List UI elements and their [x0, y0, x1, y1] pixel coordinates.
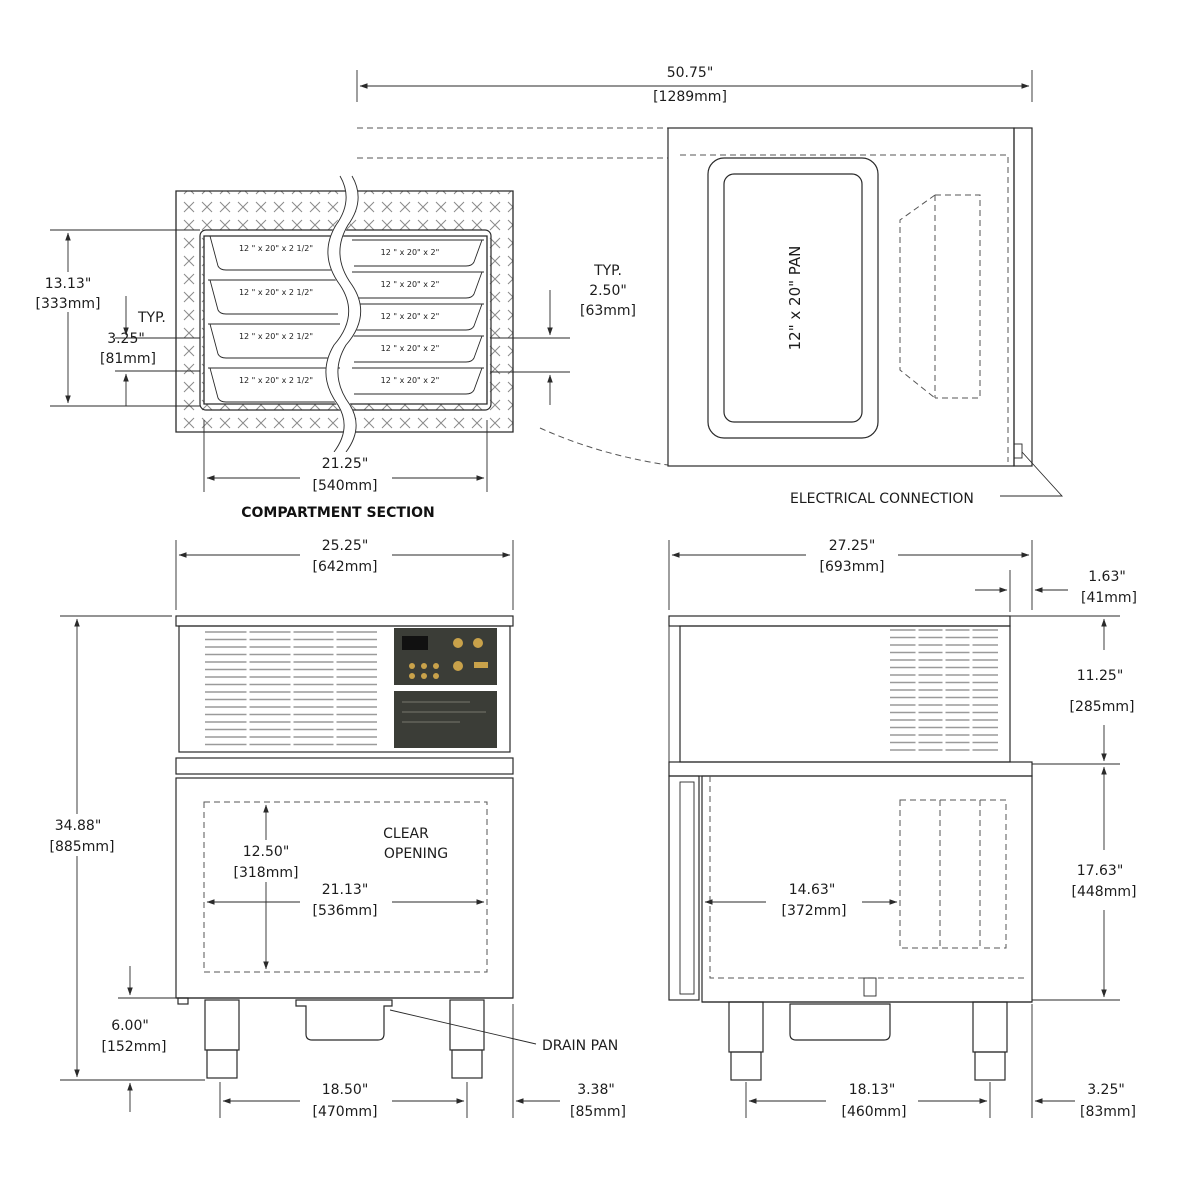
leg-height-in: 6.00" [111, 1018, 149, 1034]
leg-height-mm: [152mm] [102, 1039, 167, 1055]
overall-width-in: 50.75" [667, 65, 714, 81]
side-grille [890, 628, 998, 758]
pan-outline-left [208, 235, 340, 271]
side-lower-cabinet [701, 775, 1033, 1003]
front-leg-offset-in: 3.38" [577, 1082, 615, 1098]
pan-label-left: 12 " x 20" x 2 1/2" [239, 288, 313, 297]
side-depth-in: 27.25" [829, 538, 876, 554]
pan-rows: 12 " x 20" x 2 1/2" 12 " x 20" x 2 1/2" 12… [208, 235, 484, 403]
lower-height-mm: [448mm] [1072, 884, 1137, 900]
pan-spacing-mm: [81mm] [100, 351, 156, 367]
front-leg-offset-mm: [85mm] [570, 1104, 626, 1120]
pan-outline-left [208, 323, 340, 359]
overhang-in: 1.63" [1088, 569, 1126, 585]
electrical-connection-label: ELECTRICAL CONNECTION [790, 491, 974, 507]
data-plate [394, 691, 497, 748]
opening-height-mm: [318mm] [234, 865, 299, 881]
pan-label-left: 12 " x 20" x 2 1/2" [239, 376, 313, 385]
pan-outline-right [352, 271, 484, 299]
front-height-in: 34.88" [55, 818, 102, 834]
pan-outline-left [208, 367, 340, 403]
compartment-height-mm: [333mm] [36, 296, 101, 312]
front-leg-spacing-in: 18.50" [322, 1082, 369, 1098]
side-leg-left [728, 1001, 764, 1053]
drain-pan [295, 999, 393, 1041]
front-width-in: 25.25" [322, 538, 369, 554]
pan-outline-right [352, 239, 484, 267]
right-spacing-in: 2.50" [589, 283, 627, 299]
opening-width-mm: [536mm] [313, 903, 378, 919]
insulation-hatch [175, 190, 514, 433]
compartment-section-title: COMPARTMENT SECTION [241, 505, 435, 521]
compartment-width-in: 21.25" [322, 456, 369, 472]
compartment-width-mm: [540mm] [313, 478, 378, 494]
open-door-outline [357, 127, 668, 159]
front-grille [205, 630, 377, 748]
pan-spacing-typ: TYP. [137, 310, 166, 326]
front-height-mm: [885mm] [50, 839, 115, 855]
side-leg-spacing-mm: [460mm] [842, 1104, 907, 1120]
pan-outline-right [352, 335, 484, 363]
pan-top-view [707, 157, 879, 439]
top-view: 50.75" [1289mm] 12" x 20" PAN ELECTRICAL… [356, 65, 1064, 507]
right-spacing-typ: TYP. [593, 263, 622, 279]
unit-top-outline [667, 127, 1015, 467]
pan-label-right: 12 " x 20" x 2" [381, 312, 440, 321]
pan-spacing-in: 3.25" [107, 331, 145, 347]
pan-outline-right [352, 367, 484, 395]
overall-width-dimension: 50.75" [1289mm] [356, 65, 1033, 105]
front-leg-left [204, 999, 240, 1051]
pan-outline-left [208, 279, 340, 315]
interior-depth-in: 14.63" [789, 882, 836, 898]
side-leg-spacing-in: 18.13" [849, 1082, 896, 1098]
section-break [325, 172, 361, 456]
lower-height-in: 17.63" [1077, 863, 1124, 879]
drain-pan-label: DRAIN PAN [542, 1038, 618, 1054]
clear-opening-label-1: CLEAR [383, 826, 429, 842]
side-leg-offset-mm: [83mm] [1080, 1104, 1136, 1120]
front-upper-cabinet [175, 615, 514, 627]
side-leg-right [972, 1001, 1008, 1053]
right-spacing-mm: [63mm] [580, 303, 636, 319]
clear-opening-label-2: OPENING [384, 846, 448, 862]
upper-height-in: 11.25" [1077, 668, 1124, 684]
pan-label-left: 12 " x 20" x 2 1/2" [239, 332, 313, 341]
opening-height-in: 12.50" [243, 844, 290, 860]
overall-width-mm: [1289mm] [653, 89, 727, 105]
compartment-section: 12 " x 20" x 2 1/2" 12 " x 20" x 2 1/2" 12… [30, 172, 636, 521]
pan-label-right: 12 " x 20" x 2" [381, 280, 440, 289]
front-leg-spacing-mm: [470mm] [313, 1104, 378, 1120]
pan-label: 12" x 20" PAN [786, 246, 804, 351]
pan-label-right: 12 " x 20" x 2" [381, 376, 440, 385]
pan-label-left: 12 " x 20" x 2 1/2" [239, 244, 313, 253]
pan-label-right: 12 " x 20" x 2" [381, 344, 440, 353]
overhang-mm: [41mm] [1081, 590, 1137, 606]
side-depth-mm: [693mm] [820, 559, 885, 575]
compartment-height-in: 13.13" [45, 276, 92, 292]
side-view: 27.25" [693mm] 1.63" [41mm] 14.63" [372m… [668, 534, 1137, 1120]
front-view: 25.25" [642mm] CLEAR OPENING 12.50" [3 [36, 534, 626, 1120]
side-leg-offset-in: 3.25" [1087, 1082, 1125, 1098]
interior-depth-mm: [372mm] [782, 903, 847, 919]
side-upper-cabinet [668, 615, 1011, 627]
pan-outline-right [352, 303, 484, 331]
pan-label-right: 12 " x 20" x 2" [381, 248, 440, 257]
opening-width-in: 21.13" [322, 882, 369, 898]
upper-height-mm: [285mm] [1070, 699, 1135, 715]
front-width-mm: [642mm] [313, 559, 378, 575]
clear-opening-outline [203, 801, 488, 973]
